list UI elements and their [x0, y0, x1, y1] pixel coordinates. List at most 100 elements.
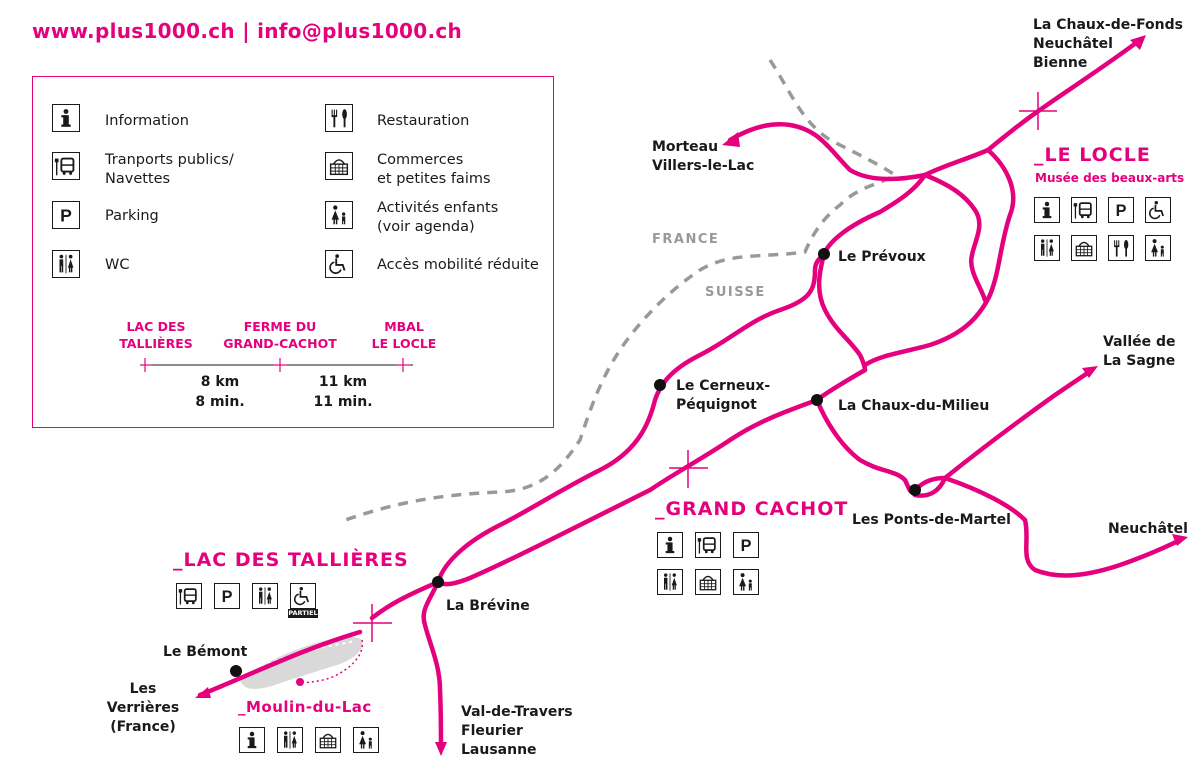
arrow-chaux-de-fonds — [1130, 35, 1146, 50]
wheelchair-icon — [325, 250, 353, 278]
legend-label-wc: WC — [105, 257, 130, 273]
legend-label-transports: Tranports publics/ Navettes — [105, 152, 234, 187]
parking-icon: P — [1108, 197, 1134, 223]
distance-stop-grand-cachot: FERME DU GRAND-CACHOT — [223, 319, 337, 351]
moulin-du-lac-dot — [296, 678, 304, 686]
road-to-locle — [922, 114, 1033, 178]
svg-text:P: P — [1116, 202, 1127, 220]
road-chaux-de-fonds — [1027, 37, 1143, 120]
station-le-locle-subtitle: Musée des beaux-arts — [1035, 171, 1185, 185]
website-link[interactable]: www.plus1000.ch — [32, 19, 235, 43]
arrow-morteau — [722, 132, 740, 147]
wc-icon — [252, 583, 278, 609]
legend-label-information: Information — [105, 113, 189, 129]
legend-label-commerces: Commerces et petites faims — [377, 152, 491, 187]
road-milieu-brevine — [435, 367, 868, 587]
legend-label-parking: Parking — [105, 208, 159, 224]
dot-la-brevine — [432, 576, 444, 588]
family-icon — [733, 569, 759, 595]
family-icon — [353, 727, 379, 753]
road-morteau — [727, 122, 928, 182]
dot-les-ponts-de-martel — [909, 484, 921, 496]
parking-icon: P — [52, 201, 80, 229]
arrow-val-de-travers — [435, 742, 447, 756]
road-verrieres — [197, 629, 363, 698]
legend-label-acces: Accès mobilité réduite — [377, 257, 539, 273]
road-neuchatel — [942, 475, 1183, 578]
svg-text:P: P — [741, 537, 752, 555]
station-tallieres-title: _LAC DES TALLIÈRES — [173, 549, 409, 571]
road-val-de-travers — [421, 579, 444, 751]
email-link[interactable]: info@plus1000.ch — [257, 19, 463, 43]
wc-icon — [277, 727, 303, 753]
distance-time-1: 8 min. — [195, 394, 245, 410]
station-grand-cachot-title: _GRAND CACHOT — [655, 498, 849, 520]
wc-icon — [52, 250, 80, 278]
place-la-chaux-du-milieu: La Chaux-du-Milieu — [838, 398, 990, 414]
distance-km-2: 11 km — [318, 374, 368, 390]
place-les-ponts-de-martel: Les Ponts-de-Martel — [852, 512, 1011, 528]
arrow-sagne — [1082, 366, 1098, 378]
info-icon — [239, 727, 265, 753]
place-le-prevoux: Le Prévoux — [838, 249, 926, 265]
road-prevoux-north — [821, 172, 928, 257]
legend-label-restauration: Restauration — [377, 113, 470, 129]
dot-la-chaux-du-milieu — [811, 394, 823, 406]
place-le-cerneux: Le Cerneux- Péquignot — [676, 378, 771, 413]
arrow-verrieres — [195, 687, 211, 698]
restaurant-icon — [325, 104, 353, 132]
place-val-de-travers: Val-de-Travers Fleurier Lausanne — [461, 704, 573, 758]
wheelchair-icon — [290, 583, 316, 609]
place-la-brevine: La Brévine — [446, 598, 530, 614]
info-icon — [1034, 197, 1060, 223]
place-les-verrieres: Les Verrières (France) — [106, 681, 180, 735]
partiel-badge: PARTIEL — [288, 609, 318, 618]
dot-le-prevoux — [818, 248, 830, 260]
station-moulin-title: _Moulin-du-Lac — [238, 698, 372, 716]
basket-icon — [695, 569, 721, 595]
wheelchair-icon — [1145, 197, 1171, 223]
distance-km-1: 8 km — [200, 374, 240, 390]
family-icon — [325, 201, 353, 229]
place-la-chaux-de-fonds: La Chaux-de-Fonds Neuchâtel Bienne — [1033, 17, 1184, 71]
road-inner-loop — [922, 172, 988, 303]
road-locle-loop — [862, 147, 1016, 368]
place-neuchatel: Neuchâtel — [1108, 521, 1188, 537]
distance-stop-le-locle: MBAL LE LOCLE — [371, 319, 437, 351]
bus-icon — [176, 583, 202, 609]
lake-tallieres — [240, 636, 363, 689]
place-morteau: Morteau Villers-le-Lac — [652, 139, 755, 174]
arrow-neuchatel — [1172, 534, 1188, 546]
restaurant-icon — [1108, 235, 1134, 261]
basket-icon — [325, 152, 353, 180]
distance-line — [140, 358, 413, 372]
svg-text:P: P — [60, 206, 72, 226]
svg-text:P: P — [222, 588, 233, 606]
family-icon — [1145, 235, 1171, 261]
country-suisse: SUISSE — [705, 285, 766, 300]
wc-icon — [1034, 235, 1060, 261]
dot-le-cerneux — [654, 379, 666, 391]
basket-icon — [1071, 235, 1097, 261]
road-prevoux-milieu — [816, 251, 868, 373]
dot-le-bemont — [230, 665, 242, 677]
legend-label-activites: Activités enfants (voir agenda) — [377, 200, 499, 235]
distance-time-2: 11 min. — [313, 394, 373, 410]
border-line — [339, 59, 899, 524]
header-separator: | — [242, 19, 250, 43]
country-france: FRANCE — [652, 232, 720, 247]
parking-icon: P — [733, 532, 759, 558]
legend-box — [32, 76, 554, 428]
bus-icon — [52, 152, 80, 180]
bus-icon — [695, 532, 721, 558]
place-vallee-de-la-sagne: Vallée de La Sagne — [1103, 334, 1176, 369]
info-icon — [657, 532, 683, 558]
place-le-bemont: Le Bémont — [163, 644, 248, 660]
parking-icon: P — [214, 583, 240, 609]
info-icon — [52, 104, 80, 132]
basket-icon — [315, 727, 341, 753]
contact-header: www.plus1000.ch | info@plus1000.ch — [32, 19, 462, 43]
station-le-locle-title: _LE LOCLE — [1034, 144, 1151, 166]
road-sagne — [942, 367, 1095, 481]
